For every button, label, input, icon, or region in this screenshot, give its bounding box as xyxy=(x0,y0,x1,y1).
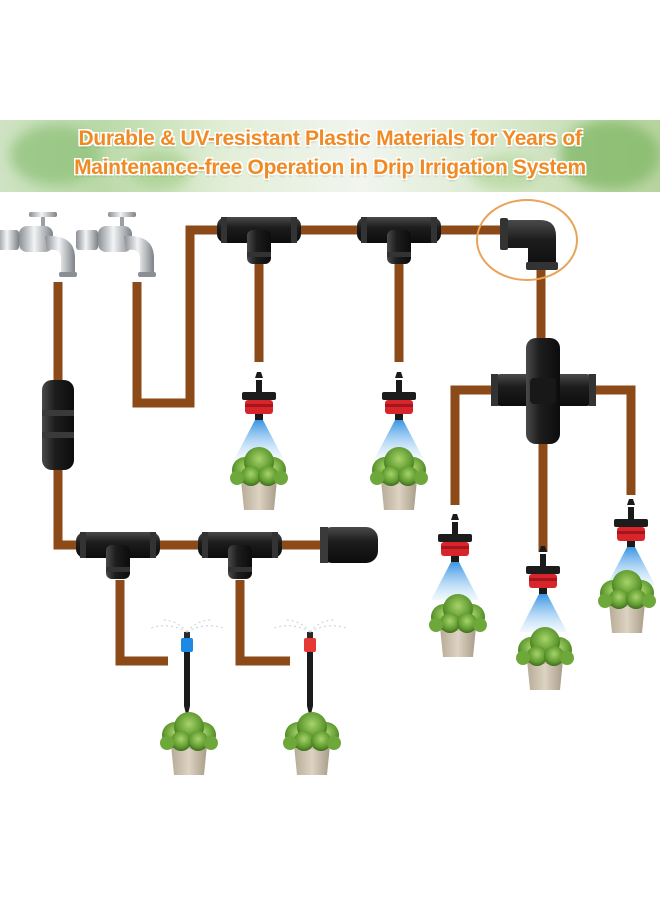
end-plug-icon xyxy=(320,527,378,563)
tee-connector-icon xyxy=(217,217,301,264)
elbow-connector-icon xyxy=(476,199,578,281)
header-banner xyxy=(0,120,660,192)
potted-plant-icon xyxy=(429,594,487,657)
dripper-icon xyxy=(235,372,283,458)
dripper-icon xyxy=(431,514,479,600)
cross-connector-icon xyxy=(491,338,596,444)
dripper-icon xyxy=(375,372,423,458)
sprinkler-icon xyxy=(150,619,224,719)
straight-coupler-icon xyxy=(42,380,74,470)
pipe-tap2 xyxy=(132,225,530,408)
water-tap-icon xyxy=(0,212,77,277)
potted-plant-icon xyxy=(283,712,341,775)
potted-plant-icon xyxy=(160,712,218,775)
sprinkler-icon xyxy=(273,619,347,719)
tee-connector-icon xyxy=(76,532,160,579)
pipe-network xyxy=(53,225,636,666)
tee-connector-icon xyxy=(357,217,441,264)
potted-plant-icon xyxy=(516,627,574,690)
headline-line-1: Durable & UV-resistant Plastic Materials… xyxy=(78,127,582,150)
headline-line-2: Maintenance-free Operation in Drip Irrig… xyxy=(74,156,586,179)
water-tap-icon xyxy=(76,212,156,277)
tee-connector-icon xyxy=(198,532,282,579)
dripper-icon xyxy=(519,546,567,632)
